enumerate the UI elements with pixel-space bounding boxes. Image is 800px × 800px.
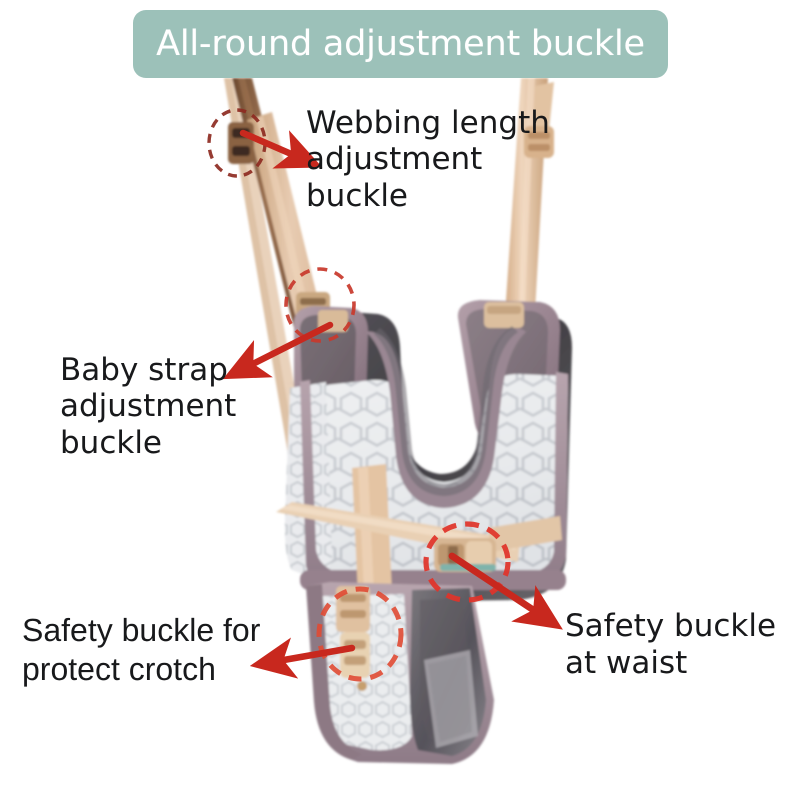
vest-neck-scoop [366, 326, 526, 508]
title-banner-label: All-round adjustment buckle [156, 24, 645, 64]
callout-label-waist: Safety buckle at waist [565, 608, 777, 681]
title-banner: All-round adjustment buckle [133, 10, 668, 78]
callout-label-baby-strap: Baby strap adjustment buckle [60, 352, 237, 461]
crotch-safety-buckle [336, 586, 370, 691]
callout-label-crotch: Safety buckle for protect crotch [22, 612, 261, 688]
webbing-buckle-left [228, 122, 254, 164]
crotch-seat [306, 582, 494, 764]
callout-label-webbing: Webbing length adjustment buckle [306, 105, 550, 214]
waist-safety-buckle [434, 538, 496, 572]
webbing-buckle-right [524, 126, 554, 158]
